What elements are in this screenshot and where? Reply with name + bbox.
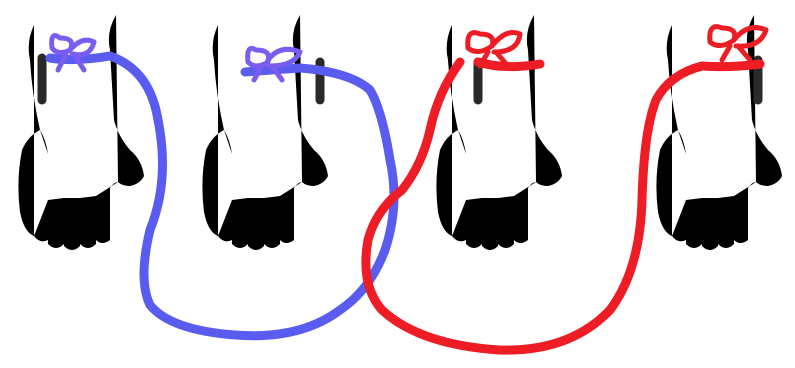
raised-hand-outline-icon (18, 15, 144, 250)
hand-4 (656, 15, 782, 250)
red-rope-wrist-4 (702, 64, 760, 67)
raised-hand-outline-icon (656, 15, 782, 250)
red-knot-4 (710, 27, 766, 60)
blue-rope (50, 36, 394, 336)
red-rope (366, 27, 766, 350)
hand-1 (18, 15, 144, 250)
blue-knot-1 (52, 36, 94, 70)
blue-rope-line (110, 56, 394, 336)
